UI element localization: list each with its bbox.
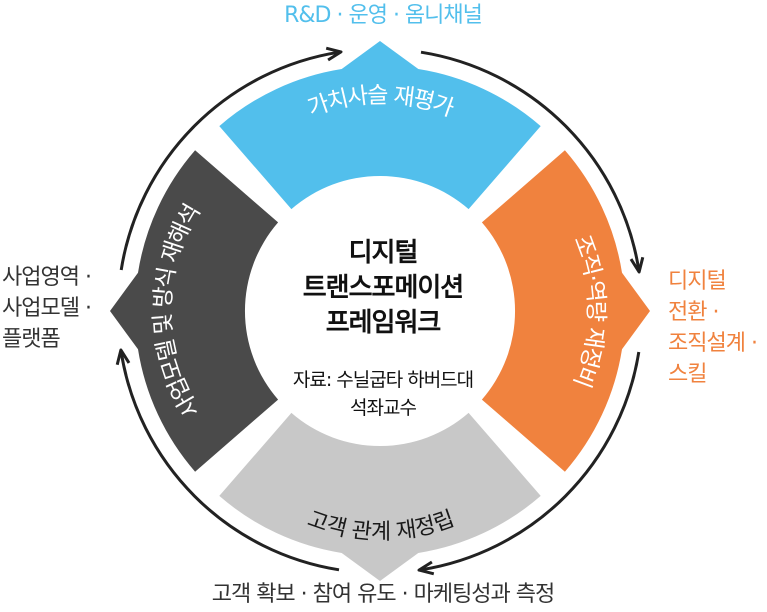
segment-customer xyxy=(219,412,541,581)
outer-label-bottom: 고객 확보 · 참여 유도 · 마케팅성과 측정 xyxy=(178,579,588,610)
cycle-arrow-arc xyxy=(420,351,641,572)
cycle-arrows xyxy=(115,46,645,576)
outer-label-line: 조직설계 · xyxy=(668,331,758,356)
outer-label-top: R&D · 운영 · 옴니채널 xyxy=(258,0,508,31)
outer-label-line: 스킬 xyxy=(668,362,707,387)
cycle-arrow-arc xyxy=(119,351,340,572)
outer-label-right: 디지털 전환 · 조직설계 · 스킬 xyxy=(668,266,758,390)
center-title-line: 디지털 xyxy=(349,238,418,268)
segment-organization xyxy=(481,150,650,472)
outer-label-left: 사업영역 · 사업모델 · 플랫폼 xyxy=(2,262,92,355)
outer-label-line: 전환 · xyxy=(668,300,719,325)
cycle-arrow-arc xyxy=(119,50,340,271)
outer-label-line: 플랫폼 xyxy=(2,327,61,352)
segment-business-model xyxy=(110,150,279,472)
outer-label-line: 사업모델 · xyxy=(2,296,92,321)
outer-label-line: R&D · 운영 · 옴니채널 xyxy=(284,3,483,28)
cycle-arrowhead xyxy=(629,256,645,274)
segment-value-chain xyxy=(219,41,541,210)
outer-label-line: 고객 확보 · 참여 유도 · 마케팅성과 측정 xyxy=(211,582,556,607)
outer-label-line: 디지털 xyxy=(668,269,727,294)
center-source-line: 석좌교수 xyxy=(350,397,416,419)
cycle-arrowhead xyxy=(417,560,435,576)
cycle-arrow-arc xyxy=(420,50,641,271)
center-title-line: 프레임워크 xyxy=(326,308,441,338)
center-source-line: 자료: 수닐굽타 하버드대 xyxy=(293,369,473,391)
outer-label-line: 사업영역 · xyxy=(2,265,92,290)
cycle-arrowhead xyxy=(115,348,131,366)
cycle-arrowhead xyxy=(325,46,343,62)
center-title-line: 트랜스포메이션 xyxy=(303,273,463,303)
